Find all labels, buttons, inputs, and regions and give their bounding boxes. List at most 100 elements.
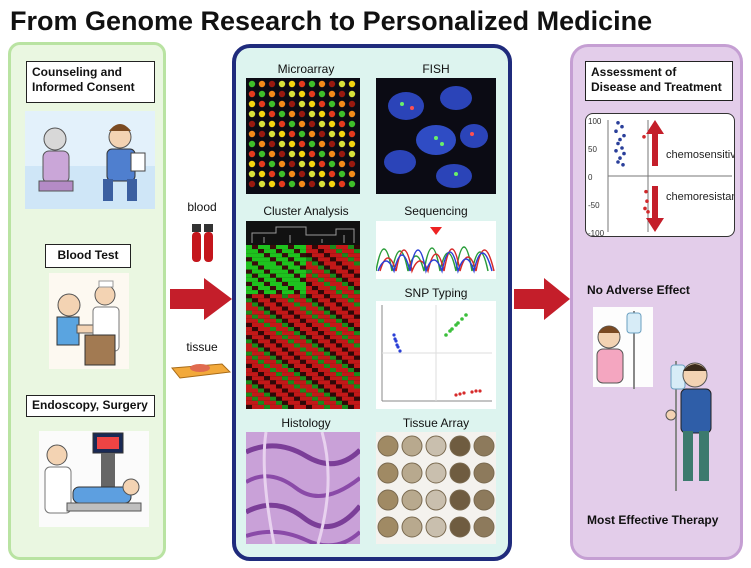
heatmap-cell	[324, 261, 330, 266]
heatmap-cell	[276, 257, 282, 262]
patients-illustration	[593, 307, 712, 491]
microarray-spot	[298, 120, 306, 128]
heatmap-cell	[258, 347, 264, 352]
heatmap-cell	[294, 351, 300, 356]
heatmap-cell	[252, 347, 258, 352]
heatmap-cell	[282, 351, 288, 356]
heatmap-cell	[294, 372, 300, 377]
heatmap-cell	[294, 310, 300, 315]
heatmap-cell	[246, 269, 252, 274]
y-tick-label: 50	[588, 145, 597, 154]
heatmap-cell	[324, 265, 330, 270]
heatmap-cell	[348, 265, 354, 270]
heatmap-cell	[354, 359, 360, 364]
tissue-core	[425, 489, 447, 511]
heatmap-cell	[264, 396, 270, 401]
heatmap-cell	[342, 404, 348, 409]
heatmap-cell	[336, 318, 342, 323]
heatmap-cell	[300, 245, 306, 250]
microarray-spot	[298, 80, 306, 88]
heatmap-cell	[336, 404, 342, 409]
heatmap-cell	[246, 347, 252, 352]
heatmap-cell	[312, 249, 318, 254]
heatmap-cell	[330, 363, 336, 368]
scatter-point	[614, 149, 618, 153]
heatmap-cell	[306, 347, 312, 352]
heatmap-cell	[330, 265, 336, 270]
microarray-spot	[268, 130, 276, 138]
microarray-spot	[248, 120, 256, 128]
heatmap-cell	[288, 392, 294, 397]
heatmap-cell	[282, 339, 288, 344]
heatmap-cell	[252, 384, 258, 389]
heatmap-cell	[282, 322, 288, 327]
heatmap-cell	[300, 380, 306, 385]
heatmap-cell	[342, 376, 348, 381]
counseling-label: Counseling and Informed Consent	[26, 61, 155, 103]
no-adverse-effect-label: No Adverse Effect	[587, 283, 690, 297]
heatmap-cell	[276, 339, 282, 344]
tissue-core	[401, 516, 423, 538]
microarray-spot	[248, 100, 256, 108]
heatmap-cell	[282, 327, 288, 332]
heatmap-cell	[348, 306, 354, 311]
heatmap-cell	[258, 355, 264, 360]
heatmap-cell	[300, 355, 306, 360]
heatmap-cell	[300, 384, 306, 389]
heatmap-cell	[336, 368, 342, 373]
heatmap-cell	[312, 404, 318, 409]
heatmap-cell	[282, 404, 288, 409]
heatmap-cell	[276, 380, 282, 385]
heatmap-cell	[246, 400, 252, 405]
blood-test-label: Blood Test	[45, 244, 131, 268]
heatmap-cell	[246, 277, 252, 282]
heatmap-cell	[318, 327, 324, 332]
heatmap-cell	[306, 290, 312, 295]
heatmap-cell	[342, 314, 348, 319]
heatmap-cell	[336, 269, 342, 274]
heatmap-cell	[288, 245, 294, 250]
heatmap-cell	[270, 396, 276, 401]
heatmap-cell	[306, 273, 312, 278]
heatmap-cell	[306, 314, 312, 319]
heatmap-cell	[354, 269, 360, 274]
cluster-analysis-label: Cluster Analysis	[263, 204, 349, 218]
heatmap-cell	[306, 335, 312, 340]
heatmap-cell	[336, 286, 342, 291]
heatmap-cell	[342, 306, 348, 311]
heatmap-cell	[354, 298, 360, 303]
scatter-point	[622, 133, 626, 138]
heatmap-cell	[264, 269, 270, 274]
microarray-spot	[248, 180, 256, 188]
heatmap-cell	[348, 404, 354, 409]
heatmap-cell	[270, 249, 276, 254]
scatter-point	[616, 141, 620, 146]
microarray-spot	[248, 110, 256, 118]
heatmap-cell	[282, 392, 288, 397]
heatmap-cell	[276, 372, 282, 377]
heatmap-cell	[336, 363, 342, 368]
microarray-spot	[308, 160, 316, 168]
heatmap-cell	[330, 302, 336, 307]
heatmap-cell	[300, 314, 306, 319]
heatmap-cell	[300, 343, 306, 348]
snp-scatter-image	[376, 301, 496, 409]
heatmap-cell	[282, 368, 288, 373]
heatmap-cell	[354, 392, 360, 397]
heatmap-cell	[318, 372, 324, 377]
chemoresistant-label: chemoresistant	[666, 191, 734, 203]
heatmap-cell	[342, 331, 348, 336]
heatmap-cell	[312, 277, 318, 282]
heatmap-cell	[288, 343, 294, 348]
heatmap-cell	[348, 347, 354, 352]
heatmap-cell	[348, 277, 354, 282]
heatmap-cell	[246, 318, 252, 323]
heatmap-cell	[342, 343, 348, 348]
heatmap-cell	[246, 286, 252, 291]
heatmap-cell	[324, 376, 330, 381]
heatmap-cell	[300, 335, 306, 340]
heatmap-cell	[312, 310, 318, 315]
heatmap-cell	[276, 355, 282, 360]
microarray-spot	[318, 180, 326, 188]
